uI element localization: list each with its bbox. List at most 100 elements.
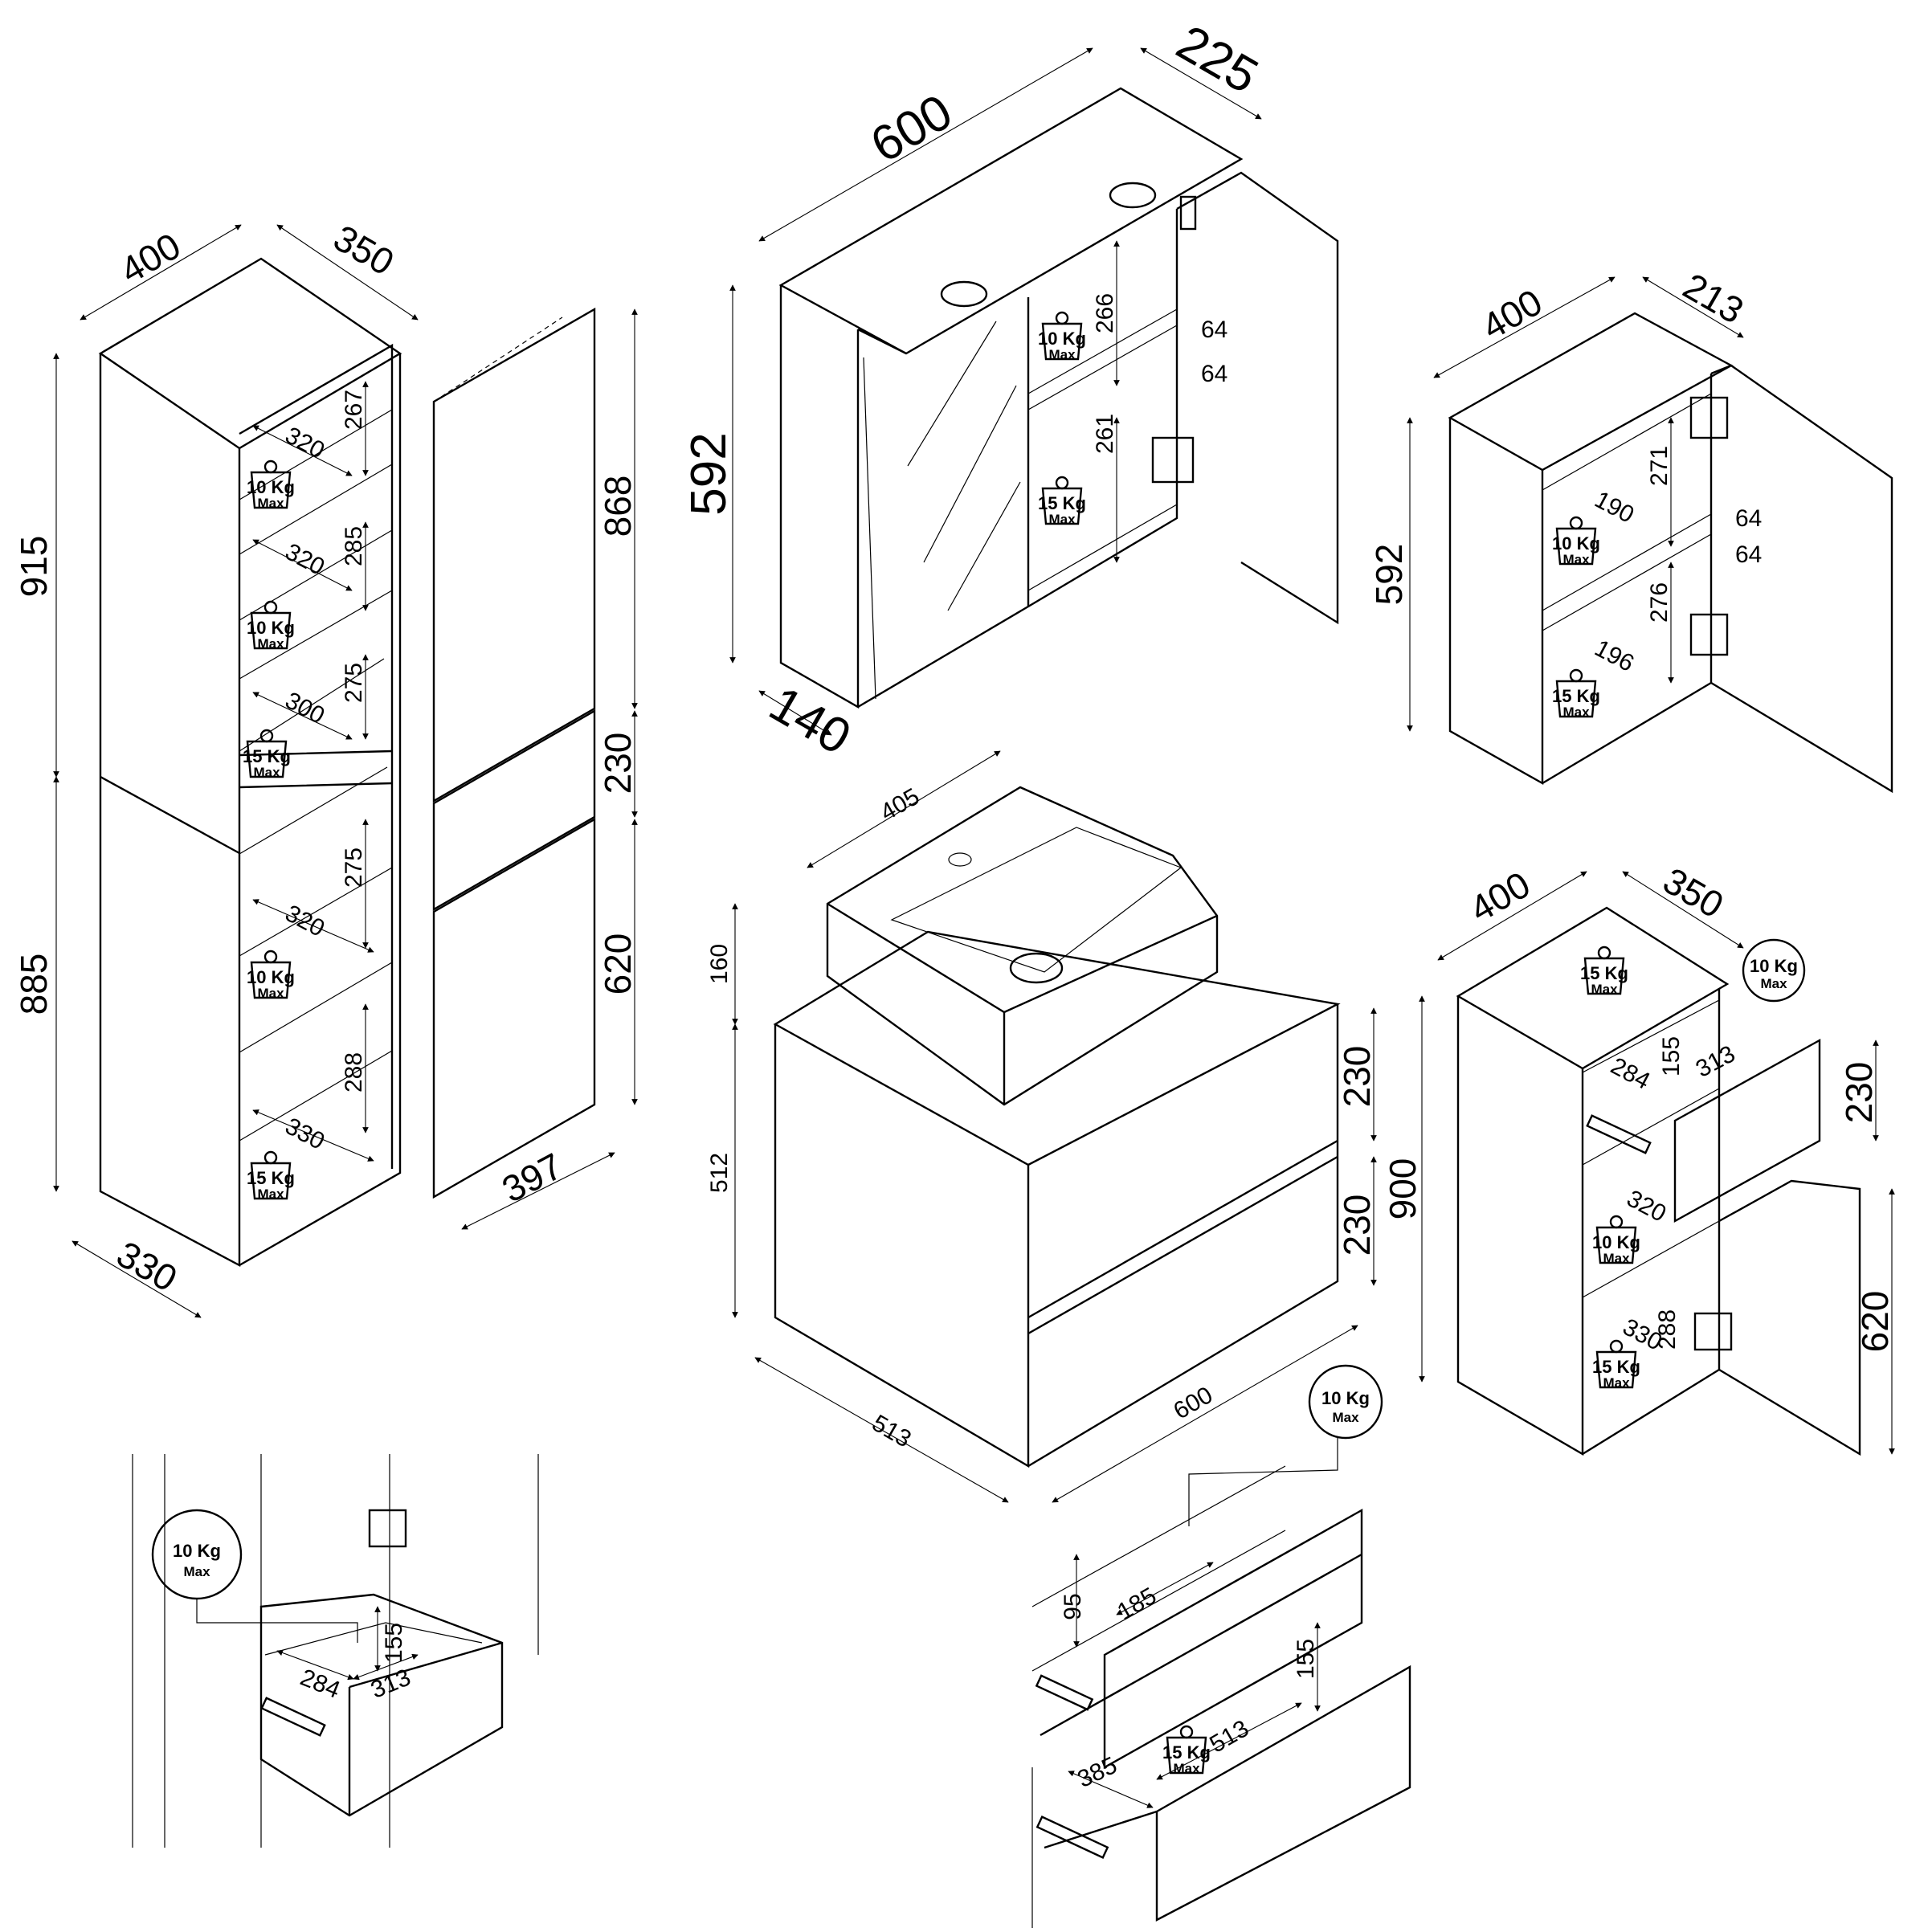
svg-text:10 Kg: 10 Kg <box>173 1541 221 1561</box>
weight-badge-circle-10kg: 10 Kg Max <box>1308 1364 1383 1440</box>
weight-badge-circle-10kg: 10 Kg Max <box>151 1509 243 1600</box>
svg-text:Max: Max <box>253 765 280 780</box>
svg-text:Max: Max <box>1591 982 1618 997</box>
front-lower-height: 620 <box>597 933 639 995</box>
tall-shelf3-width: 300 <box>281 687 329 729</box>
hinge-icon <box>1689 396 1729 439</box>
vanity-drawer-detail-dimension-lines <box>1068 1438 1338 1808</box>
weight-icon-15kg: 15 Kg Max <box>1038 476 1086 527</box>
front-upper-height: 868 <box>597 476 639 537</box>
vanity-drawer1-label: 230 <box>1336 1046 1378 1108</box>
weight-icon-15kg: 15 Kg Max <box>243 729 291 780</box>
side-door-height-label: 620 <box>1854 1291 1896 1353</box>
side-dimension-lines <box>1419 871 1895 1455</box>
tall-shelf1-height: 267 <box>341 390 367 430</box>
mirror-width-label: 600 <box>862 84 962 174</box>
vd-lower-height-label: 155 <box>1293 1639 1319 1679</box>
mirror-cabinet <box>778 87 1339 709</box>
wall-dimension-lines <box>1407 276 1744 732</box>
svg-text:10 Kg: 10 Kg <box>1592 1232 1640 1252</box>
weight-icon-10kg: 10 Kg Max <box>247 950 295 1001</box>
tall-lower-height-label: 885 <box>13 954 55 1015</box>
vanity-depth-label: 513 <box>868 1410 916 1453</box>
svg-text:Max: Max <box>1603 1375 1630 1391</box>
svg-text:15 Kg: 15 Kg <box>1552 686 1600 706</box>
vanity-height-label: 512 <box>706 1153 733 1193</box>
tall-shelf2-width: 320 <box>281 538 329 581</box>
svg-text:Max: Max <box>1603 1251 1630 1266</box>
mirror-hinge1-label: 64 <box>1201 317 1227 343</box>
svg-text:Max: Max <box>257 986 284 1001</box>
svg-text:Max: Max <box>257 1187 284 1202</box>
side-depth-label: 350 <box>1656 859 1730 925</box>
hinge-icon <box>1179 195 1197 231</box>
svg-text:Max: Max <box>1562 705 1590 720</box>
mirror-side-depth-label: 140 <box>760 676 860 766</box>
side-height-label: 900 <box>1382 1158 1424 1220</box>
side-shelf2-height-label: 288 <box>1654 1309 1681 1350</box>
tall-cabinet-dimension-lines <box>53 224 419 1318</box>
svg-text:Max: Max <box>1048 347 1076 362</box>
weight-icon-10kg: 10 Kg Max <box>247 600 295 651</box>
svg-text:Max: Max <box>1332 1410 1359 1425</box>
svg-text:10 Kg: 10 Kg <box>247 477 295 497</box>
tall-front-dimension-lines <box>461 308 638 1230</box>
vd-upper-width-label: 185 <box>1113 1583 1161 1626</box>
weight-icon-10kg: 10 Kg Max <box>1552 516 1600 567</box>
vd-upper-height-label: 95 <box>1060 1593 1086 1620</box>
svg-text:10 Kg: 10 Kg <box>1321 1388 1370 1408</box>
svg-text:Max: Max <box>183 1564 210 1579</box>
mirror-depth-label: 225 <box>1167 15 1267 104</box>
hinge-icon <box>1151 436 1195 484</box>
side-drawer-height-label: 230 <box>1838 1062 1880 1124</box>
svg-text:15 Kg: 15 Kg <box>1592 1357 1640 1377</box>
svg-text:Max: Max <box>257 636 284 651</box>
svg-text:Max: Max <box>1760 976 1787 991</box>
side-drawer-depth-label: 155 <box>1658 1036 1685 1076</box>
tall-upper-height-label: 915 <box>13 536 55 598</box>
tall-bottom-depth-label: 330 <box>110 1232 184 1299</box>
weight-icon-15kg: 15 Kg Max <box>1580 946 1628 997</box>
wall-shelf1-width: 190 <box>1591 486 1639 529</box>
svg-text:15 Kg: 15 Kg <box>243 746 291 766</box>
weight-icon-15kg: 15 Kg Max <box>1592 1339 1640 1391</box>
detail-drawer-height-label: 155 <box>381 1623 407 1663</box>
load-badges: 10 Kg Max 10 Kg Max 15 Kg Max 10 Kg Max … <box>151 311 1806 1776</box>
svg-text:Max: Max <box>257 496 284 511</box>
svg-text:Max: Max <box>1562 552 1590 567</box>
vd-lower-depth-label: 385 <box>1073 1752 1121 1793</box>
vanity-with-basin <box>773 786 1341 1468</box>
hinge-icon <box>368 1509 407 1548</box>
mirror-hinge2-label: 64 <box>1201 361 1227 387</box>
wall-hinge1-label: 64 <box>1735 505 1762 532</box>
vanity-dimension-lines <box>732 750 1377 1503</box>
weight-icon-15kg: 15 Kg Max <box>247 1150 295 1202</box>
mirror-dimension-lines <box>729 47 1262 736</box>
tall-shelf1-width: 320 <box>281 422 329 464</box>
tall-shelf5-height: 288 <box>341 1052 367 1093</box>
detail-drawer-w1-label: 284 <box>296 1664 344 1704</box>
drawer-runner-icon <box>260 1697 326 1737</box>
svg-text:10 Kg: 10 Kg <box>247 967 295 987</box>
drawer-detail-dimension-lines <box>196 1599 419 1681</box>
drawer-runner-icon <box>1035 1816 1109 1859</box>
weight-icon-10kg: 10 Kg Max <box>1592 1215 1640 1266</box>
wall-height-label: 592 <box>1368 544 1410 606</box>
side-drawer-w1-label: 313 <box>1692 1040 1740 1083</box>
wall-width-label: 400 <box>1475 280 1549 347</box>
svg-text:15 Kg: 15 Kg <box>1038 493 1086 513</box>
svg-text:10 Kg: 10 Kg <box>1552 533 1600 553</box>
mirror-shelf1-height: 266 <box>1092 293 1118 333</box>
tall-front-panels <box>432 307 596 1199</box>
side-drawer-w2-label: 284 <box>1607 1052 1655 1095</box>
vanity-drawer-detail <box>1031 1465 1411 1928</box>
side-cabinet <box>1456 906 1861 1456</box>
tall-shelf2-height: 285 <box>341 526 367 566</box>
wall-cabinet <box>1448 312 1893 794</box>
wall-shelf1-height: 271 <box>1646 446 1673 486</box>
vd-lower-width-label: 513 <box>1205 1715 1253 1758</box>
drawer-detail <box>132 1454 539 1848</box>
side-width-label: 400 <box>1463 863 1537 929</box>
